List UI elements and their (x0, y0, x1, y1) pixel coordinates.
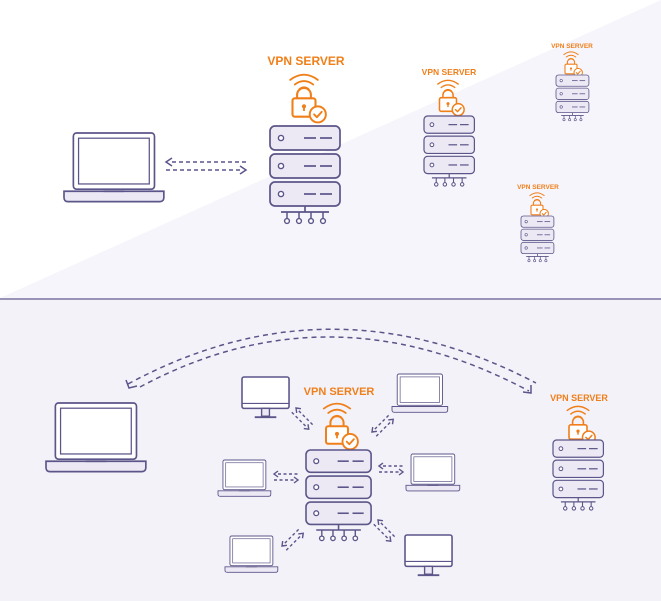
laptop-icon (391, 373, 449, 413)
dashed-arc-arrow (125, 328, 537, 394)
vpn-server-label-main: VPN SERVER (267, 54, 344, 68)
vpn-server-label-2: VPN SERVER (422, 67, 477, 77)
laptop-icon (63, 132, 165, 203)
vpn-server-label-remote: VPN SERVER (550, 393, 608, 403)
vpn-server-label-3: VPN SERVER (551, 43, 593, 50)
laptop-icon (217, 459, 272, 497)
laptop-icon (45, 402, 147, 473)
vpn-server-label-hub: VPN SERVER (304, 386, 375, 398)
laptop-icon (405, 453, 461, 492)
vpn-server-label-4: VPN SERVER (517, 184, 559, 191)
laptop-icon (224, 535, 279, 573)
